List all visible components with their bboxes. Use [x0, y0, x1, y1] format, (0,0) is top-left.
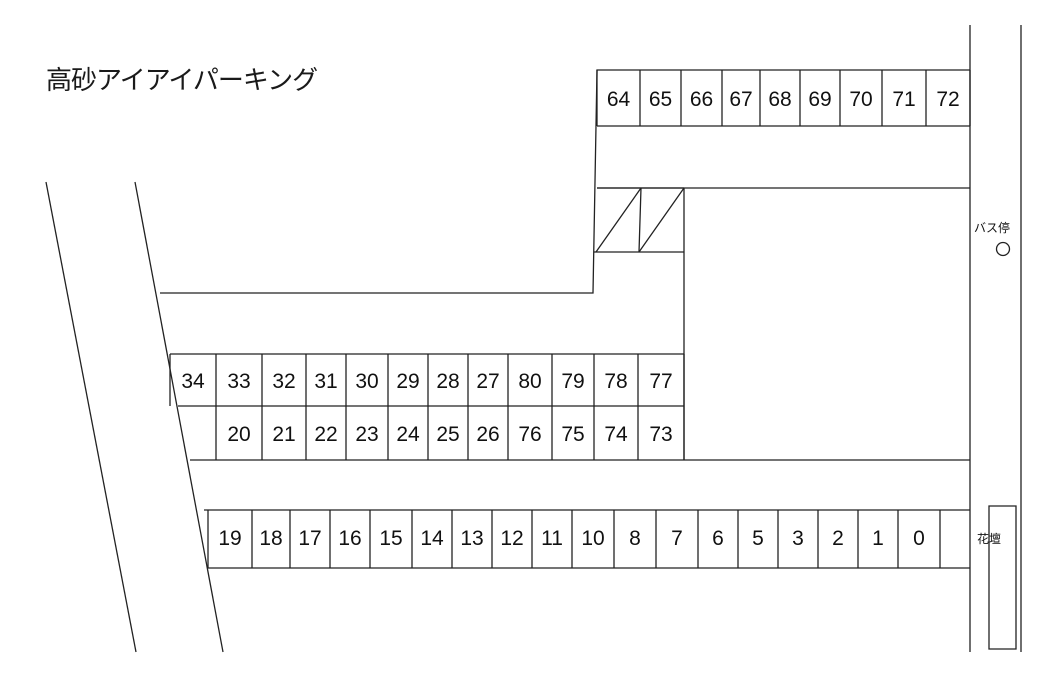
parking-space-73: 73	[649, 423, 672, 446]
zebra-diagonal-1	[596, 188, 641, 252]
parking-space-16: 16	[338, 527, 361, 550]
parking-space-78: 78	[604, 370, 627, 393]
parking-space-7: 7	[671, 527, 683, 550]
parking-space-10: 10	[581, 527, 604, 550]
parking-space-68: 68	[768, 88, 791, 111]
lot-upper-boundary	[160, 70, 970, 293]
parking-space-33: 33	[227, 370, 250, 393]
parking-space-79: 79	[561, 370, 584, 393]
parking-space-71: 71	[892, 88, 915, 111]
parking-space-6: 6	[712, 527, 724, 550]
parking-space-17: 17	[298, 527, 321, 550]
parking-space-11: 11	[541, 527, 563, 550]
road-left-edge-outer	[46, 182, 136, 652]
parking-space-0: 0	[913, 527, 925, 550]
parking-space-21: 21	[272, 423, 295, 446]
parking-space-66: 66	[690, 88, 713, 111]
parking-space-34: 34	[181, 370, 205, 393]
parking-space-28: 28	[436, 370, 459, 393]
parking-space-2: 2	[832, 527, 844, 550]
parking-space-29: 29	[396, 370, 419, 393]
parking-space-8: 8	[629, 527, 641, 550]
parking-space-14: 14	[420, 527, 444, 550]
parking-space-32: 32	[272, 370, 295, 393]
parking-space-12: 12	[500, 527, 523, 550]
parking-space-27: 27	[476, 370, 499, 393]
parking-space-15: 15	[379, 527, 402, 550]
bus-stop-marker	[997, 243, 1010, 256]
parking-space-75: 75	[561, 423, 584, 446]
parking-space-65: 65	[649, 88, 672, 111]
page-title: 高砂アイアイパーキング	[46, 66, 318, 96]
parking-space-31: 31	[314, 370, 337, 393]
parking-space-24: 24	[396, 423, 420, 446]
parking-space-69: 69	[808, 88, 831, 111]
road-left-edge-inner	[135, 182, 223, 652]
bus-stop-label: バス停	[974, 221, 1011, 235]
parking-space-80: 80	[518, 370, 541, 393]
parking-space-23: 23	[355, 423, 378, 446]
parking-space-19: 19	[218, 527, 241, 550]
zebra-diagonal-2	[639, 188, 684, 252]
parking-space-20: 20	[227, 423, 250, 446]
flower-bed-label: 花壇	[977, 532, 1002, 546]
parking-space-13: 13	[460, 527, 483, 550]
zebra-divider	[639, 188, 641, 252]
parking-space-67: 67	[729, 88, 752, 111]
parking-space-25: 25	[436, 423, 459, 446]
flower-bed	[989, 506, 1016, 649]
parking-space-5: 5	[752, 527, 764, 550]
parking-space-1: 1	[872, 527, 884, 550]
parking-space-26: 26	[476, 423, 499, 446]
parking-space-18: 18	[259, 527, 282, 550]
parking-space-64: 64	[607, 88, 631, 111]
parking-space-22: 22	[314, 423, 337, 446]
parking-space-74: 74	[604, 423, 628, 446]
parking-space-30: 30	[355, 370, 378, 393]
parking-space-77: 77	[649, 370, 672, 393]
parking-space-3: 3	[792, 527, 804, 550]
parking-space-72: 72	[936, 88, 959, 111]
parking-space-70: 70	[849, 88, 872, 111]
parking-space-76: 76	[518, 423, 541, 446]
